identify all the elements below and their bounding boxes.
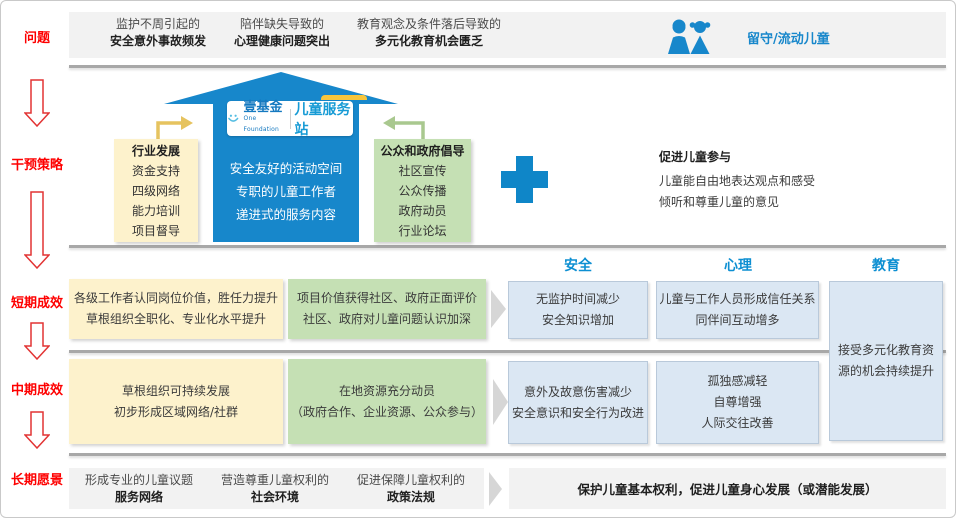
divider-line: [69, 453, 946, 456]
problem-item: 陪伴缺失导致的 心理健康问题突出: [233, 17, 330, 48]
mid-term-psychology-box: 孤独感减轻 自尊增强 人际交往改善: [656, 361, 819, 444]
child-participation-block: 促进儿童参与 儿童能自由地表达观点和感受 倾听和尊重儿童的意见: [659, 150, 816, 209]
chevron-right-icon: [489, 472, 502, 506]
short-term-safety-box: 无监护时间减少 安全知识增加: [508, 281, 648, 339]
public-government-advocacy-box: 公众和政府倡导 社区宣传 公众传播 政府动员 行业论坛: [374, 139, 471, 242]
down-arrow-icon: [24, 79, 50, 127]
long-term-item: 营造尊重儿童权利的 社会环境: [220, 473, 329, 504]
rail-label-long-term: 长期愿景: [10, 473, 63, 488]
column-header-safety: 安全: [564, 258, 592, 274]
chevron-right-icon: [493, 379, 508, 425]
smiley-icon: [228, 114, 239, 122]
column-header-psychology: 心理: [724, 258, 752, 274]
down-arrow-icon: [24, 322, 50, 360]
long-term-item: 形成专业的儿童议题 服务网络: [84, 473, 193, 504]
station-feature-lines: 安全友好的活动空间 专职的儿童工作者 递进式的服务内容: [229, 161, 343, 222]
target-group-label: 留守/流动儿童: [747, 32, 830, 47]
right-elbow-arrow-icon: [156, 116, 193, 141]
divider-line: [69, 245, 946, 248]
down-arrow-icon: [24, 411, 50, 449]
problems-bar: 监护不周引起的 安全意外事故频发 陪伴缺失导致的 心理健康问题突出 教育观念及条…: [69, 12, 946, 58]
left-elbow-arrow-icon: [383, 116, 425, 141]
rail-label-problem: 问题: [23, 31, 50, 46]
long-term-left-box: 形成专业的儿童议题 服务网络 营造尊重儿童权利的 社会环境 促进保障儿童权利的 …: [69, 468, 484, 509]
short-term-org-box: 各级工作者认同岗位价值，胜任力提升 草根组织全职化、专业化水平提升: [69, 279, 283, 339]
education-outcome-box: 接受多元化教育资源的机会持续提升: [829, 281, 943, 441]
mid-term-advocacy-box: 在地资源充分动员 （政府合作、企业资源、公众参与）: [288, 359, 486, 444]
plus-icon: [501, 156, 548, 203]
children-icon: [668, 19, 711, 54]
divider-line: [69, 350, 946, 353]
industry-development-box: 行业发展 资金支持 四级网络 能力培训 项目督导: [114, 139, 198, 242]
one-foundation-logo: 壹基金 One Foundation 儿童服务站: [227, 94, 366, 139]
logo-product-name: 儿童服务站: [295, 94, 366, 139]
long-term-result-box: 保护儿童基本权利，促进儿童身心发展（或潜能发展）: [509, 468, 946, 509]
logo-divider: [289, 108, 291, 129]
short-term-psychology-box: 儿童与工作人员形成信任关系 同伴间互动增多: [656, 281, 819, 339]
divider-line: [69, 65, 946, 68]
problem-item: 监护不周引起的 安全意外事故频发: [109, 17, 206, 48]
column-header-education: 教育: [872, 258, 900, 274]
logo-brand: 壹基金 One Foundation: [243, 100, 283, 133]
down-arrow-icon: [24, 191, 50, 269]
rail-label-mid-term: 中期成效: [10, 383, 63, 398]
mid-term-safety-box: 意外及故意伤害减少 安全意识和安全行为改进: [508, 361, 648, 444]
chevron-right-icon: [491, 290, 506, 328]
long-term-item: 促进保障儿童权利的 政策法规: [356, 473, 465, 504]
short-term-advocacy-box: 项目价值获得社区、政府正面评价 社区、政府对儿童问题认识加深: [288, 279, 486, 339]
rail-label-strategy: 干预策略: [10, 158, 63, 173]
problem-item: 教育观念及条件落后导致的 多元化教育机会匮乏: [356, 17, 501, 48]
mid-term-org-box: 草根组织可持续发展 初步形成区域网络/社群: [69, 359, 283, 444]
rail-label-short-term: 短期成效: [10, 296, 63, 311]
